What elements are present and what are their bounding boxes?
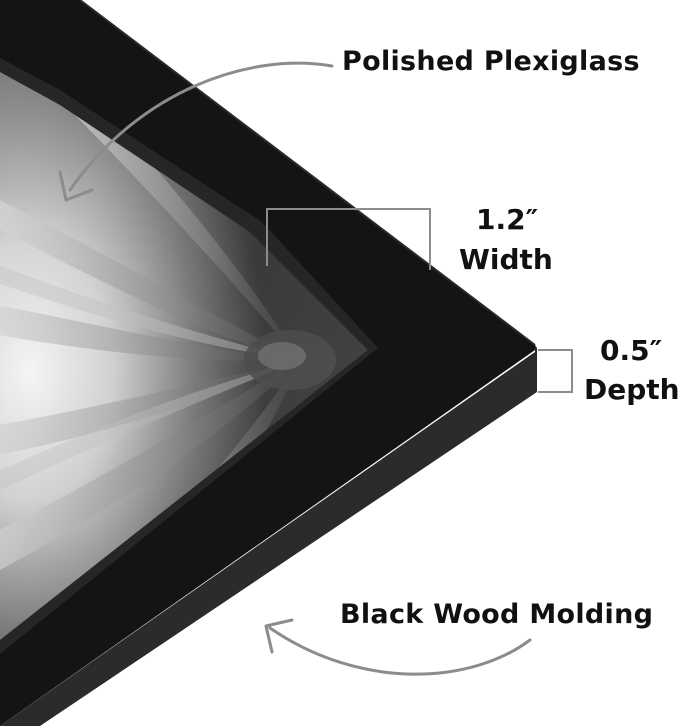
molding-arrow: [268, 626, 532, 676]
frame-inner-bevel: [0, 58, 378, 654]
width-value-label: 1.2″: [476, 203, 539, 236]
depth-dimension-bracket: [538, 349, 573, 393]
molding-label: Black Wood Molding: [340, 599, 654, 630]
depth-name-label: Depth: [584, 373, 679, 406]
width-name-label: Width: [459, 243, 553, 276]
plexiglass-label: Polished Plexiglass: [342, 46, 640, 77]
depth-value-label: 0.5″: [600, 334, 663, 367]
plexiglass-arrow: [68, 61, 334, 192]
width-dimension-bracket: [266, 208, 431, 270]
